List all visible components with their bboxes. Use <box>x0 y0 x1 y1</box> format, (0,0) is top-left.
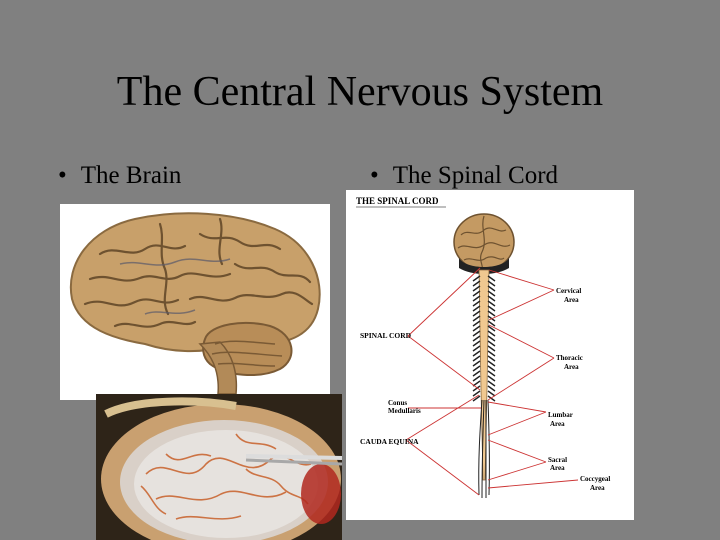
nerve-root <box>472 350 481 357</box>
spinal-cord-diagram: THE SPINAL CORD <box>346 190 634 520</box>
label-lumbar: Lumbar <box>548 411 573 419</box>
nerve-root <box>487 385 496 392</box>
nerve-root <box>487 355 496 362</box>
nerve-root <box>487 340 496 347</box>
nerve-root <box>487 300 496 307</box>
nerve-root <box>487 290 496 297</box>
diagram-heading: THE SPINAL CORD <box>356 196 439 206</box>
nerve-root <box>472 390 481 397</box>
nerve-root <box>472 280 481 287</box>
nerve-root <box>487 375 496 382</box>
nerve-root <box>487 310 496 317</box>
bullet-marker: • <box>58 162 67 189</box>
nerve-root <box>472 285 481 292</box>
nerve-root <box>472 290 481 297</box>
bullet-text: The Spinal Cord <box>392 162 559 189</box>
nerve-root <box>487 320 496 327</box>
nerve-root <box>472 275 481 282</box>
nerve-root <box>487 295 496 302</box>
nerve-root <box>472 395 481 402</box>
label-thoracic: Thoracic <box>556 354 583 362</box>
nerve-root <box>472 295 481 302</box>
label-thoracic-area: Area <box>564 363 579 371</box>
spinal-cord-illustration: THE SPINAL CORD <box>356 196 610 499</box>
nerve-root <box>487 280 496 287</box>
nerve-root <box>472 310 481 317</box>
bullet-the-brain: • The Brain <box>58 162 181 190</box>
nerve-root <box>472 320 481 327</box>
nerve-root <box>487 390 496 397</box>
label-medullaris: Medullaris <box>388 407 421 415</box>
label-coccygeal-area: Area <box>590 484 605 492</box>
bullet-text: The Brain <box>80 162 182 189</box>
nerve-root <box>472 360 481 367</box>
nerve-root <box>487 330 496 337</box>
nerve-root <box>472 340 481 347</box>
bullet-the-spinal-cord: • The Spinal Cord <box>370 162 558 190</box>
slide-title: The Central Nervous System <box>116 69 604 115</box>
nerve-root <box>487 345 496 352</box>
nerve-root <box>487 365 496 372</box>
nerve-root <box>472 365 481 372</box>
nerve-root <box>487 305 496 312</box>
label-cervical: Cervical <box>556 287 581 295</box>
nerve-root <box>472 330 481 337</box>
exposed-brain-illustration <box>96 394 342 540</box>
dissection-photo <box>96 394 342 540</box>
label-coccygeal: Coccygeal <box>580 475 610 483</box>
nerve-root <box>487 360 496 367</box>
label-spinal-cord: SPINAL CORD <box>360 331 412 340</box>
nerve-root <box>472 325 481 332</box>
brain-illustration <box>69 212 321 395</box>
nerve-root <box>472 335 481 342</box>
nerve-root <box>487 275 496 282</box>
nerve-root <box>472 355 481 362</box>
nerve-root <box>472 315 481 322</box>
label-sacral: Sacral <box>548 456 567 464</box>
nerve-root <box>487 285 496 292</box>
nerve-root <box>472 305 481 312</box>
label-sacral-area: Area <box>550 464 565 472</box>
nerve-root <box>487 335 496 342</box>
nerve-root <box>472 345 481 352</box>
nerve-root <box>487 380 496 387</box>
bullet-marker: • <box>370 162 379 189</box>
nerve-root <box>487 395 496 402</box>
label-cervical-area: Area <box>564 296 579 304</box>
nerve-root <box>472 375 481 382</box>
nerve-root <box>472 300 481 307</box>
brain-photo <box>60 204 330 400</box>
label-cauda-equina: CAUDA EQUINA <box>360 437 419 446</box>
nerve-root <box>472 385 481 392</box>
nerve-root <box>487 325 496 332</box>
nerve-root <box>472 370 481 377</box>
nerve-root <box>487 350 496 357</box>
nerve-root <box>487 370 496 377</box>
label-conus: Conus <box>388 399 407 407</box>
label-lumbar-area: Area <box>550 420 565 428</box>
